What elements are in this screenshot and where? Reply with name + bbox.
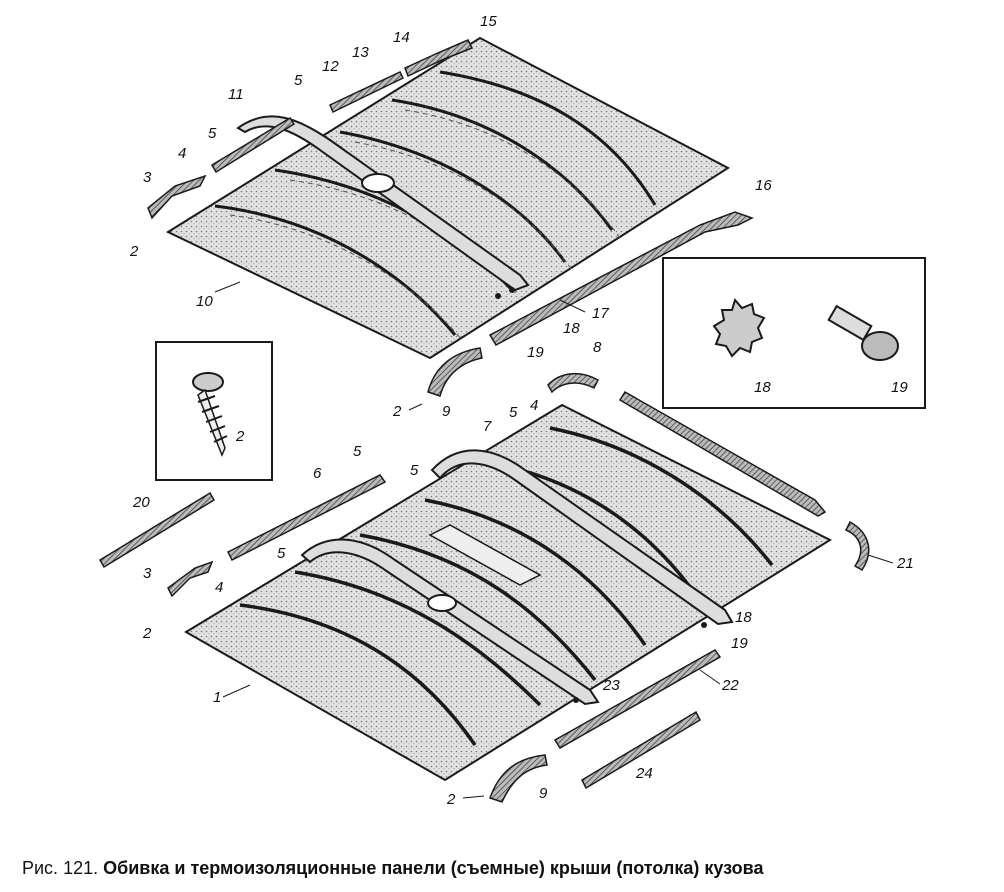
callout-10: 10 (196, 293, 213, 310)
callout-13: 13 (352, 44, 369, 61)
callout-3a: 3 (143, 169, 152, 186)
callout-4b: 4 (530, 397, 538, 414)
callout-5c: 5 (509, 404, 518, 421)
callout-15: 15 (480, 13, 497, 30)
upper-roof-panel (147, 36, 754, 397)
callout-5f: 5 (277, 545, 286, 562)
callout-22: 22 (721, 677, 739, 694)
callout-24: 24 (635, 765, 653, 782)
bolt-head-icon (861, 331, 899, 361)
callout-23: 23 (602, 677, 620, 694)
callout-2d: 2 (142, 625, 152, 642)
callout-21: 21 (896, 555, 914, 572)
screw-head-icon (192, 372, 224, 392)
leader-lines (214, 281, 894, 799)
callout-16: 16 (755, 177, 772, 194)
callout-4a: 4 (178, 145, 186, 162)
roof-lining-exploded-diagram: 15 14 13 12 5 11 5 4 3 2 10 16 17 18 19 … (98, 13, 926, 808)
detail-box-fasteners (662, 257, 926, 409)
callout-18a: 18 (563, 320, 580, 337)
callout-1: 1 (213, 689, 221, 706)
callout-7: 7 (483, 418, 492, 435)
callout-9a: 9 (442, 403, 451, 420)
callout-11: 11 (228, 86, 244, 103)
callout-4c: 4 (215, 579, 223, 596)
detail-box-screw (155, 341, 273, 481)
callout-labels: 15 14 13 12 5 11 5 4 3 2 10 16 17 18 19 … (129, 13, 914, 808)
callout-8: 8 (593, 339, 602, 356)
callout-18b: 18 (754, 379, 771, 396)
callout-5a: 5 (294, 72, 303, 89)
callout-17: 17 (592, 305, 609, 322)
figure-caption: Рис. 121. Обивка и термоизоляционные пан… (22, 858, 992, 879)
star-washer-icon (712, 297, 766, 358)
callout-12: 12 (322, 58, 339, 75)
figure-title: Обивка и термоизоляционные панели (съемн… (103, 858, 764, 878)
callout-14: 14 (393, 29, 410, 46)
callout-18c: 18 (735, 609, 752, 626)
callout-19a: 19 (527, 344, 544, 361)
callout-5b: 5 (208, 125, 217, 142)
callout-20: 20 (132, 494, 150, 511)
callout-5d: 5 (353, 443, 362, 460)
callout-5e: 5 (410, 462, 419, 479)
figure-label: Рис. 121. (22, 858, 99, 878)
callout-19c: 19 (731, 635, 748, 652)
callout-6: 6 (313, 465, 322, 482)
callout-2a: 2 (129, 243, 139, 260)
bolt-shank-icon (827, 304, 873, 342)
callout-2e: 2 (446, 791, 456, 808)
callout-9b: 9 (539, 785, 548, 802)
callout-19b: 19 (891, 379, 908, 396)
callout-3b: 3 (143, 565, 152, 582)
callout-2b: 2 (392, 403, 402, 420)
callout-2c: 2 (235, 428, 245, 445)
lower-roof-panel (98, 373, 870, 803)
